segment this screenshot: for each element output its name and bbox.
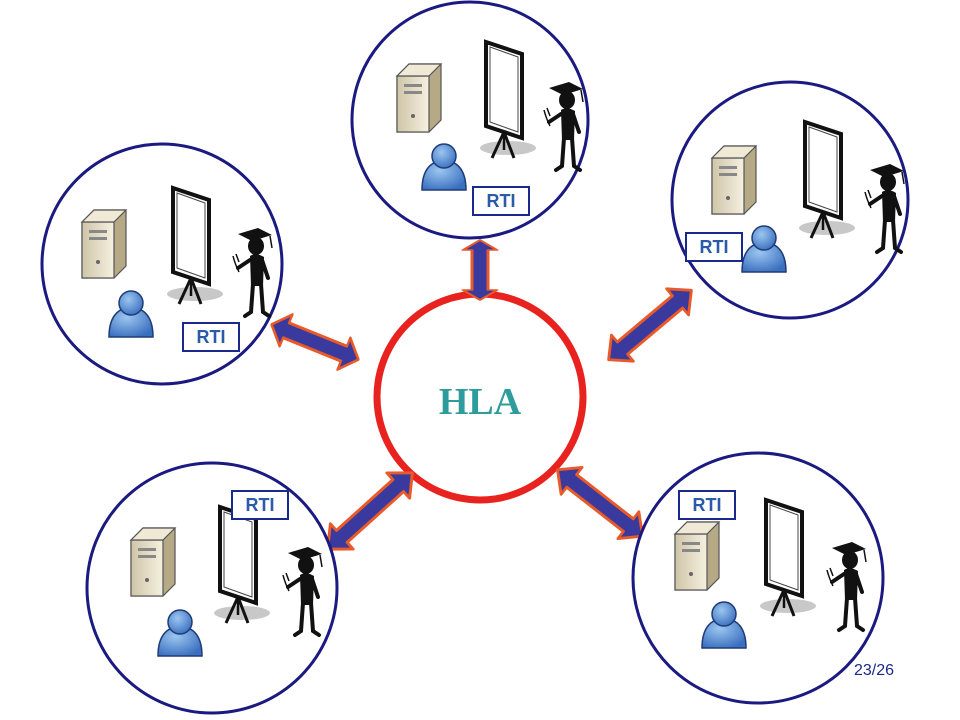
federate-upper-right (670, 80, 910, 320)
server-tower-icon (130, 527, 176, 597)
federate-lower-left (85, 461, 339, 715)
server-tower-icon (81, 209, 127, 279)
federate-top (350, 0, 590, 240)
federate-circle (85, 461, 339, 715)
hla-label: HLA (438, 381, 522, 423)
rti-label-lower-right: RTI (678, 490, 736, 520)
rti-label-upper-right: RTI (685, 232, 743, 262)
federate-left (40, 142, 284, 386)
server-tower-icon (674, 521, 720, 591)
server-tower-icon (711, 145, 757, 215)
arrow-lower-left (314, 458, 426, 564)
rti-label-top: RTI (472, 186, 530, 216)
federate-circle (350, 0, 590, 240)
server-tower-icon (396, 63, 442, 133)
arrow-top (461, 238, 499, 302)
rti-label-left: RTI (182, 322, 240, 352)
arrow-upper-right (596, 275, 704, 375)
rti-label-lower-left: RTI (231, 490, 289, 520)
page-number: 23/26 (853, 662, 894, 679)
arrow-left (263, 307, 367, 377)
federate-lower-right (631, 451, 885, 705)
arrow-lower-right (545, 454, 655, 552)
